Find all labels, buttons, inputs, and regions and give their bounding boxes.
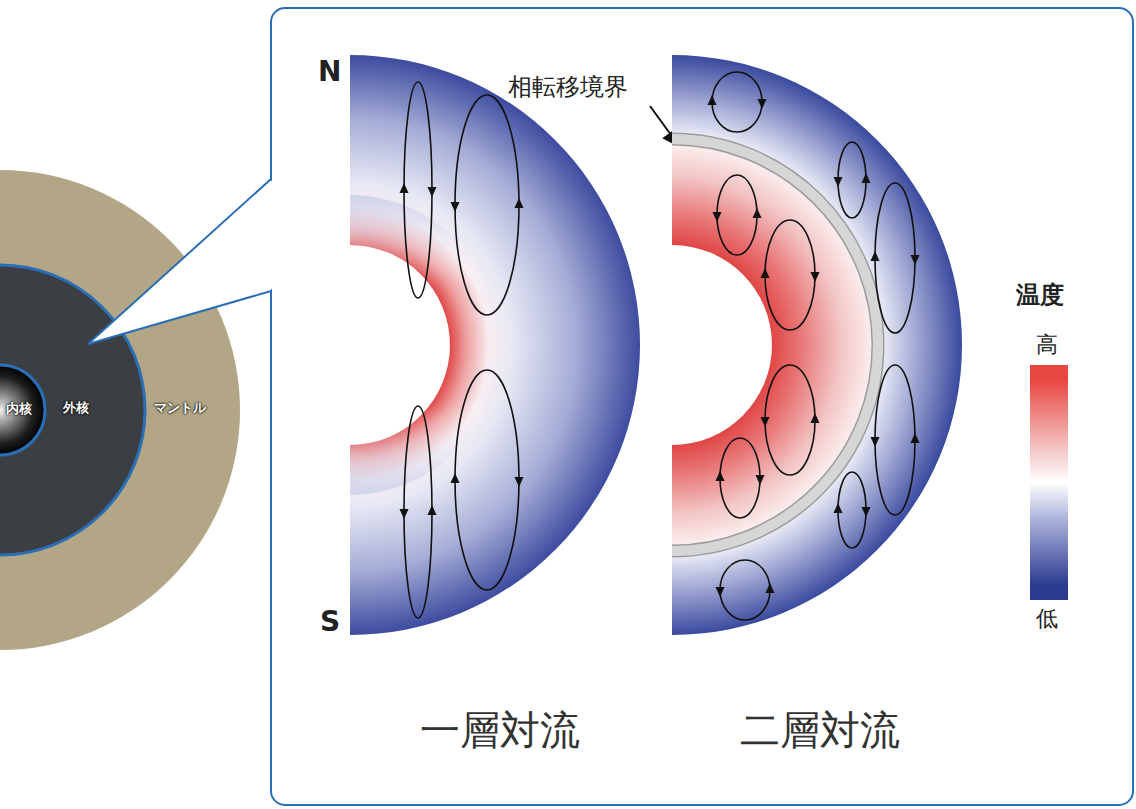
flow-arrowhead	[871, 251, 880, 261]
mantle-section	[672, 55, 962, 635]
pole-label: N	[318, 56, 341, 88]
callout-label: 相転移境界	[508, 74, 628, 102]
convection-cell	[455, 95, 519, 315]
inner-core-layer-shape	[0, 365, 45, 455]
one-layer-convection-outline	[350, 55, 650, 775]
diagram-caption: 一層対流	[400, 707, 600, 753]
legend-swatch	[1030, 365, 1068, 379]
diagram-caption: 二層対流	[720, 707, 920, 753]
convection-cell	[404, 406, 432, 618]
convection-cell	[712, 72, 762, 132]
polar-shade	[350, 195, 500, 495]
mantle-section	[350, 55, 640, 635]
convection-cell	[720, 560, 770, 620]
flow-arrowhead	[862, 507, 871, 517]
flow-arrowhead	[834, 503, 843, 513]
flow-arrowhead	[515, 198, 524, 208]
mantle-layer-shape	[0, 170, 240, 650]
two-layer-convection: 二層対流	[672, 55, 972, 775]
flow-arrowhead	[451, 202, 460, 212]
convection-cell	[717, 175, 757, 255]
legend-text: 高	[1036, 332, 1058, 357]
outer-core-layer: 外核 内核	[0, 265, 145, 555]
flow-arrowhead	[400, 183, 409, 193]
phase-boundary-fill	[672, 139, 878, 551]
legend-text: 低	[1036, 606, 1058, 631]
flow-arrowhead	[716, 471, 725, 481]
flow-arrowhead	[428, 505, 437, 515]
legend-gradient	[1030, 379, 1068, 586]
flow-arrowhead	[862, 173, 871, 183]
phase-boundary	[672, 139, 878, 551]
convection-cell	[875, 365, 915, 515]
flow-arrowhead	[871, 437, 880, 447]
flow-arrowhead	[753, 208, 762, 218]
flow-arrowhead	[451, 473, 460, 483]
flow-arrowhead	[911, 255, 920, 265]
layer-label: 外核	[63, 401, 103, 416]
flow-arrowhead	[811, 413, 820, 423]
convection-cell	[838, 472, 866, 548]
convection-cell	[765, 365, 815, 475]
flow-arrowhead	[766, 583, 775, 593]
flow-arrowhead	[761, 417, 770, 427]
flow-arrowhead	[911, 433, 920, 443]
convection-cell	[720, 438, 760, 518]
convection-cell	[404, 82, 432, 298]
layer-label: 内核	[6, 402, 40, 417]
flow-arrowhead	[758, 99, 767, 109]
flow-arrowhead	[716, 587, 725, 597]
callout-panel	[271, 8, 1133, 805]
layer-label: マントル	[154, 401, 226, 416]
flow-arrowhead	[811, 272, 820, 282]
legend-swatch	[1030, 586, 1068, 600]
convection-cell	[455, 370, 519, 590]
convection-cell	[875, 183, 915, 333]
flow-arrowhead	[834, 177, 843, 187]
two-layer-convection-outline	[672, 55, 972, 775]
convection-cell	[765, 220, 815, 330]
flow-arrowhead	[761, 268, 770, 278]
mantle-layer: マントル 外核 内核	[0, 170, 240, 650]
legend-title: 温度	[1016, 282, 1064, 310]
flow-arrowhead	[400, 509, 409, 519]
flow-arrowhead	[708, 95, 717, 105]
flow-arrowhead	[428, 187, 437, 197]
flow-arrowhead	[713, 212, 722, 222]
flow-arrowhead	[756, 475, 765, 485]
inner-core-layer: 内核	[0, 365, 45, 455]
outer-core-layer-shape	[0, 265, 145, 555]
convection-cell	[838, 142, 866, 218]
flow-arrowhead	[515, 477, 524, 487]
pole-label: S	[320, 606, 340, 638]
one-layer-convection: 一層対流	[350, 55, 650, 775]
